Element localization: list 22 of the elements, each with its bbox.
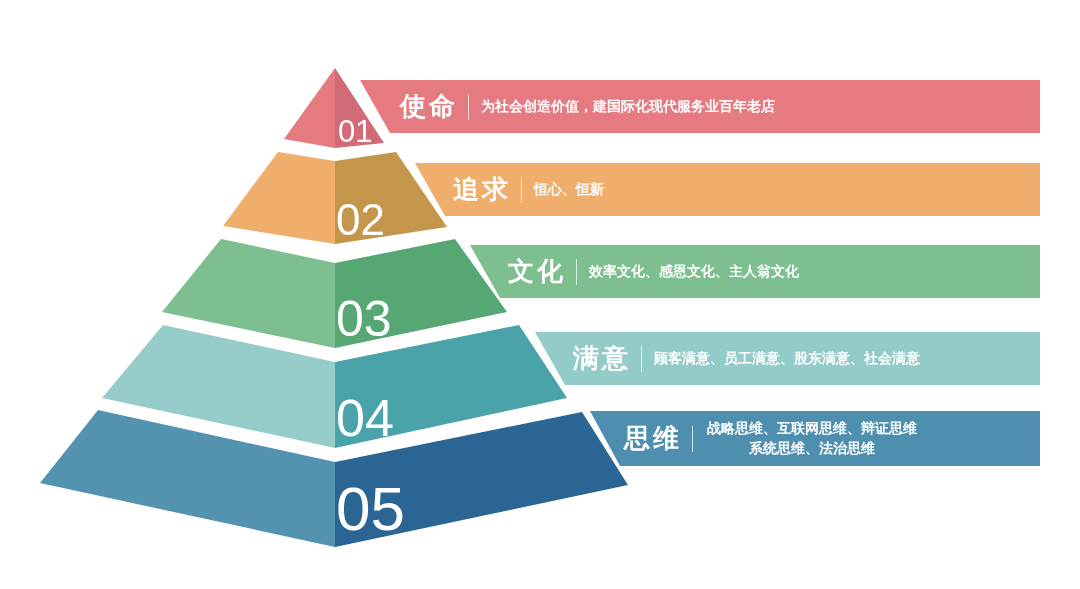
banner-band: [415, 163, 1040, 216]
pyramid-tier: [162, 239, 507, 348]
band-heading: 满意: [573, 342, 631, 375]
pyramid-tier: [223, 152, 447, 244]
band-text: 为社会创造价值，建国际化现代服务业百年老店: [481, 96, 775, 116]
band-text: 战略思维、互联网思维、辩证思维系统思维、法治思维: [706, 418, 919, 458]
band-heading: 追求: [453, 173, 511, 206]
tier-number: 05: [336, 478, 405, 540]
banner-band: [470, 245, 1040, 298]
band-text: 效率文化、感恩文化、主人翁文化: [589, 261, 799, 281]
band-text: 恒心、恒新: [534, 179, 604, 199]
pyramid-tier: [284, 68, 384, 148]
band-heading: 思维: [624, 422, 682, 455]
tier-number: 01: [338, 116, 373, 147]
band-heading: 使命: [400, 90, 458, 123]
banner-band: [590, 411, 1040, 466]
banner-band: [535, 332, 1040, 385]
tier-number: 04: [336, 392, 394, 444]
tier-number: 02: [336, 198, 385, 242]
tier-number: 03: [336, 294, 392, 344]
band-heading: 文化: [508, 255, 566, 288]
band-text: 顾客满意、员工满意、股东满意、社会满意: [654, 348, 920, 368]
